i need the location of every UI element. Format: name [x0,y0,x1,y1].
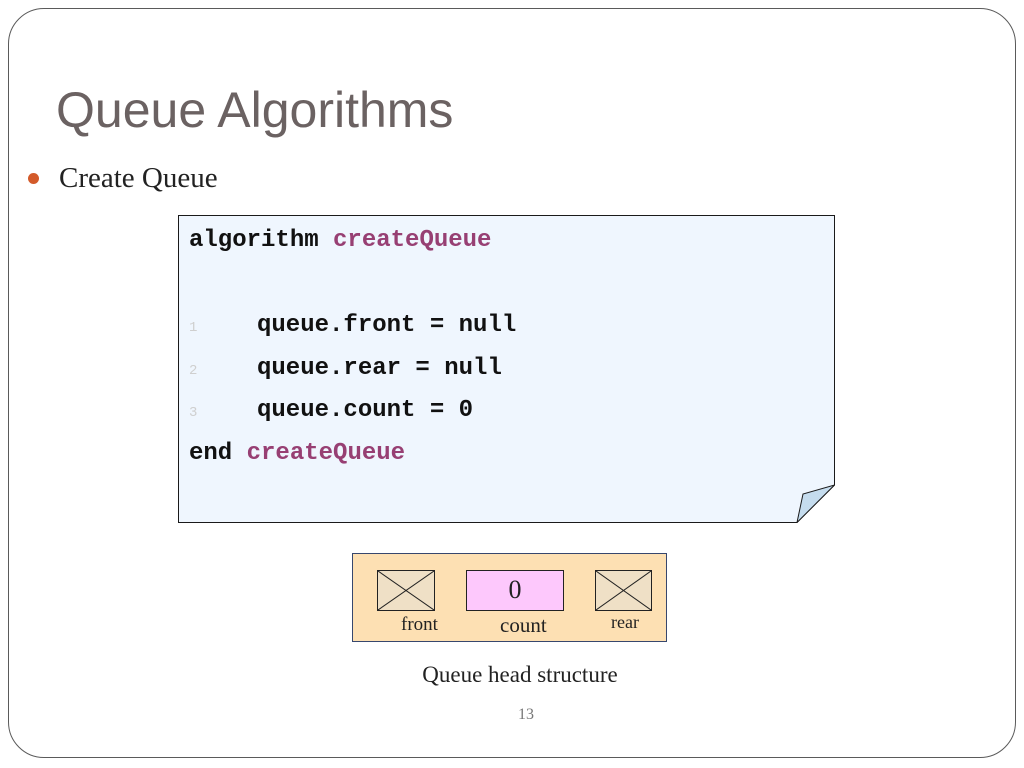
code-statement: queue.front = null [257,312,517,339]
rear-label: rear [611,612,639,632]
code-line: 3 queue.count = 0 [189,397,516,440]
figure-caption: Queue head structure [422,662,618,687]
code-statement: queue.count = 0 [257,397,474,424]
null-pointer-icon [378,571,434,610]
algorithm-keyword: algorithm [189,227,319,254]
count-cell: 0 [466,570,564,611]
algorithm-code-box: algorithm createQueue 1 queue.front = nul… [178,215,835,523]
code-line: 1 queue.front = null [189,312,516,355]
front-pointer-cell [377,570,435,611]
rear-pointer-cell [595,570,652,611]
bullet-item: Create Queue [28,162,218,195]
code-line: 2 queue.rear = null [189,355,516,398]
line-number: 3 [189,405,198,421]
line-number: 2 [189,362,198,379]
slide-title: Queue Algorithms [56,82,454,138]
page-number: 13 [518,706,534,723]
line-number: 1 [189,320,198,336]
code-listing: algorithm createQueue 1 queue.front = nul… [189,227,516,482]
bullet-text: Create Queue [59,162,218,194]
end-keyword: end [189,439,233,467]
count-label: count [500,613,547,637]
end-algorithm-name: createQueue [246,439,406,467]
code-footer-line: end createQueue [189,440,516,483]
bullet-dot-icon [28,173,39,184]
code-blank-line [189,270,516,313]
null-pointer-icon [596,571,651,610]
code-statement: queue.rear = null [257,354,502,382]
algorithm-name: createQueue [333,227,492,254]
queue-head-structure-diagram: 0 front count rear [352,553,667,642]
folded-note-background [178,215,835,523]
code-header-line: algorithm createQueue [189,227,516,270]
front-label: front [401,614,438,635]
